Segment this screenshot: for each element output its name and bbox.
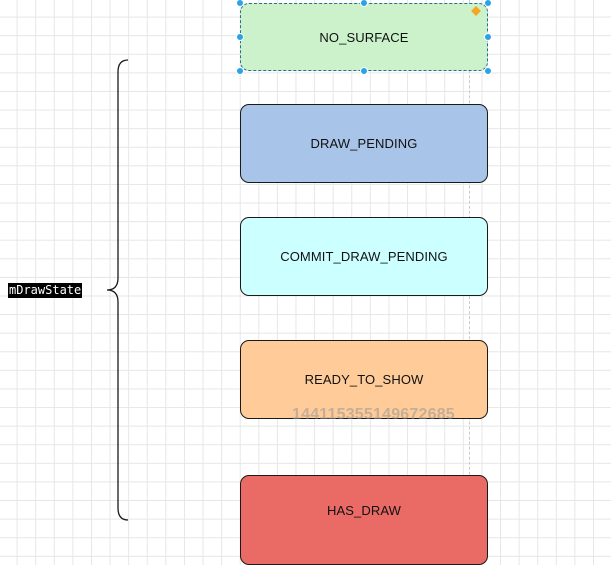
resize-handle-bottom-right[interactable] bbox=[484, 67, 492, 75]
resize-handle-top-left[interactable] bbox=[236, 0, 244, 7]
resize-handle-right[interactable] bbox=[484, 33, 492, 41]
resize-handle-bottom-left[interactable] bbox=[236, 67, 244, 75]
state-label: READY_TO_SHOW bbox=[304, 372, 424, 387]
variable-label[interactable]: mDrawState bbox=[8, 283, 83, 298]
state-label: HAS_DRAW bbox=[327, 502, 401, 518]
state-no-surface[interactable]: NO_SURFACE bbox=[240, 3, 488, 71]
state-label: DRAW_PENDING bbox=[310, 136, 418, 151]
brace-connector bbox=[106, 59, 129, 521]
state-draw-pending[interactable]: DRAW_PENDING bbox=[240, 104, 488, 183]
watermark-text: 144115355149672685 bbox=[292, 406, 455, 423]
resize-handle-top-right[interactable] bbox=[484, 0, 492, 7]
resize-handle-bottom[interactable] bbox=[360, 67, 368, 75]
state-ready-to-show[interactable]: READY_TO_SHOW bbox=[240, 340, 488, 419]
resize-handle-left[interactable] bbox=[236, 33, 244, 41]
state-label: COMMIT_DRAW_PENDING bbox=[280, 249, 448, 264]
state-label: NO_SURFACE bbox=[319, 29, 409, 45]
state-has-draw[interactable]: HAS_DRAW bbox=[240, 475, 488, 565]
resize-handle-top[interactable] bbox=[360, 0, 368, 7]
state-commit-draw-pending[interactable]: COMMIT_DRAW_PENDING bbox=[240, 217, 488, 296]
